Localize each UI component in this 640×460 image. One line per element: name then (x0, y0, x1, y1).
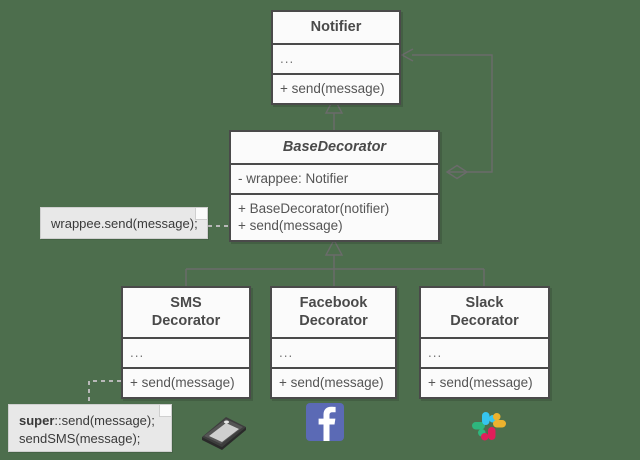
operation-send: + send(message) (280, 81, 385, 96)
class-name-basedecorator: BaseDecorator (231, 132, 438, 165)
attributes-ellipsis: ... (279, 345, 294, 360)
class-box-notifier[interactable]: Notifier ... + send(message) (271, 10, 401, 105)
class-name-slackdecorator: Slack Decorator (421, 288, 548, 339)
class-name-line1: Slack (465, 295, 504, 311)
inheritance-triangle-decorators (324, 238, 344, 256)
note-fold-corner (159, 405, 171, 417)
phone-icon (192, 408, 254, 454)
operation-send: + send(message) (428, 375, 533, 390)
note-line-1: super::send(message); (19, 412, 162, 430)
class-operations-smsdecorator: + send(message) (123, 369, 249, 397)
class-name-facebookdecorator: Facebook Decorator (272, 288, 395, 339)
note-line-1: wrappee.send(message); (51, 216, 198, 231)
class-operations-slackdecorator: + send(message) (421, 369, 548, 397)
class-attributes-slackdecorator: ... (421, 339, 548, 369)
note-link-smsdecorator (88, 380, 121, 404)
class-attributes-notifier: ... (273, 45, 399, 75)
attributes-ellipsis: ... (428, 345, 443, 360)
note-keyword-super: super (19, 413, 55, 428)
inheritance-edges-decorators (185, 238, 485, 286)
class-name-notifier: Notifier (273, 12, 399, 45)
class-attributes-basedecorator: - wrappee: Notifier (231, 165, 438, 195)
note-smsdecorator-send[interactable]: super::send(message); sendSMS(message); (8, 404, 172, 452)
class-name-line2: Decorator (450, 313, 519, 329)
note-line-1-rest: ::send(message); (54, 413, 155, 428)
class-attributes-smsdecorator: ... (123, 339, 249, 369)
class-name-line2: Decorator (151, 313, 221, 329)
operation-constructor: + BaseDecorator(notifier) (238, 201, 390, 216)
operation-send: + send(message) (130, 375, 235, 390)
class-operations-facebookdecorator: + send(message) (272, 369, 395, 397)
class-box-facebookdecorator[interactable]: Facebook Decorator ... + send(message) (270, 286, 397, 399)
class-operations-basedecorator: + BaseDecorator(notifier) + send(message… (231, 195, 438, 240)
note-basedecorator-send[interactable]: wrappee.send(message); (40, 207, 208, 239)
class-operations-notifier: + send(message) (273, 75, 399, 103)
note-line-2: sendSMS(message); (19, 431, 141, 446)
attributes-ellipsis: ... (130, 345, 145, 360)
operation-send: + send(message) (279, 375, 384, 390)
aggregation-arrowhead (400, 48, 414, 62)
class-name-line1: SMS (170, 295, 202, 311)
slack-icon (462, 406, 516, 454)
operation-send: + send(message) (238, 218, 343, 233)
facebook-icon (303, 398, 347, 446)
aggregation-diamond (445, 164, 469, 180)
attributes-ellipsis: ... (280, 51, 295, 66)
class-box-basedecorator[interactable]: BaseDecorator - wrappee: Notifier + Base… (229, 130, 440, 242)
note-fold-corner (195, 208, 207, 220)
class-name-smsdecorator: SMS Decorator (123, 288, 249, 339)
class-box-slackdecorator[interactable]: Slack Decorator ... + send(message) (419, 286, 550, 399)
class-name-line1: Facebook (299, 295, 368, 311)
class-box-smsdecorator[interactable]: SMS Decorator ... + send(message) (121, 286, 251, 399)
attribute-wrappee: - wrappee: Notifier (238, 171, 349, 186)
class-attributes-facebookdecorator: ... (272, 339, 395, 369)
class-name-line2: Decorator (299, 313, 368, 329)
